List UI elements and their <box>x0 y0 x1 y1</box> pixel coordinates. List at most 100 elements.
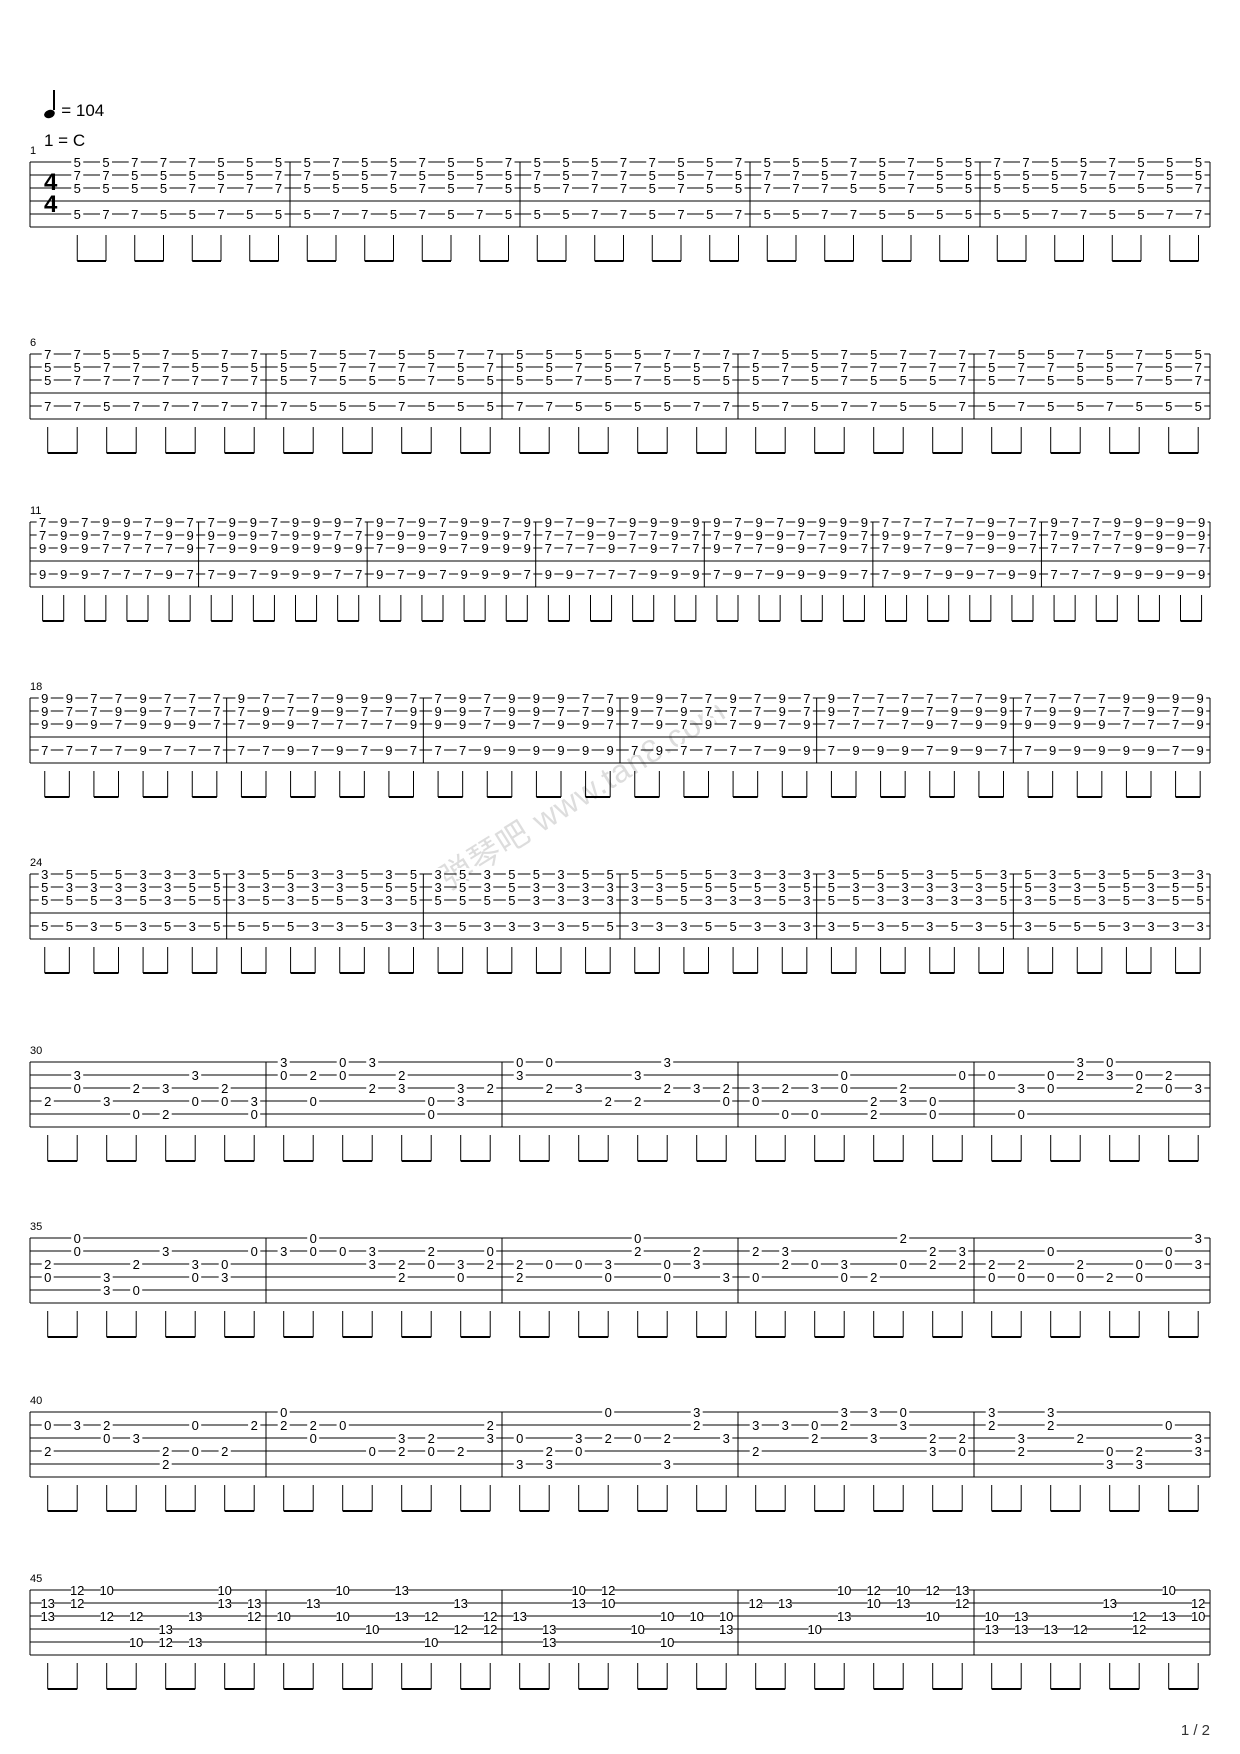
fret-number: 3 <box>115 893 122 908</box>
fret-mask <box>1192 1082 1205 1093</box>
fret-number: 7 <box>355 567 362 582</box>
fret-mask <box>248 1245 261 1256</box>
fret-number: 9 <box>1177 541 1184 556</box>
fret-number: 5 <box>508 893 515 908</box>
fret-mask <box>677 894 690 905</box>
fret-mask <box>1162 400 1175 411</box>
fret-number: 7 <box>1072 515 1079 530</box>
fret-mask <box>800 920 813 931</box>
fret-mask <box>626 568 639 579</box>
fret-number: 10 <box>276 1609 290 1624</box>
fret-number: 7 <box>398 399 405 414</box>
fret-number: 5 <box>1047 373 1054 388</box>
fret-mask <box>1195 516 1208 527</box>
fret-number: 3 <box>902 880 909 895</box>
fret-number: 5 <box>1137 207 1144 222</box>
fret-number: 9 <box>779 691 786 706</box>
fret-mask <box>825 744 838 755</box>
fret-number: 9 <box>1123 691 1130 706</box>
fret-number: 5 <box>262 893 269 908</box>
fret-mask <box>531 182 544 193</box>
fret-number: 0 <box>841 1068 848 1083</box>
fret-number: 7 <box>1093 567 1100 582</box>
fret-number: 9 <box>385 743 392 758</box>
fret-number: 9 <box>1114 515 1121 530</box>
fret-mask <box>112 881 125 892</box>
fret-number: 0 <box>900 1257 907 1272</box>
fret-mask <box>1145 705 1157 716</box>
fret-number: 9 <box>334 515 341 530</box>
fret-mask <box>87 920 100 931</box>
fret-number: 5 <box>1024 880 1031 895</box>
fret-mask <box>926 400 939 411</box>
fret-mask <box>484 1082 497 1093</box>
fret-number: 5 <box>41 880 48 895</box>
fret-number: 3 <box>634 1068 641 1083</box>
fret-number: 7 <box>369 360 376 375</box>
fret-number: 9 <box>582 743 589 758</box>
fret-number: 7 <box>192 399 199 414</box>
fret-mask <box>579 894 592 905</box>
fret-mask <box>120 516 133 527</box>
fret-mask <box>387 156 400 167</box>
fret-number: 7 <box>208 567 215 582</box>
fret-number: 0 <box>1165 1244 1172 1259</box>
fret-number: 2 <box>1018 1444 1025 1459</box>
fret-number: 9 <box>1000 691 1007 706</box>
fret-mask <box>560 169 572 180</box>
fret-number: 9 <box>60 541 67 556</box>
fret-mask <box>284 744 297 755</box>
fret-number: 13 <box>1043 1622 1057 1637</box>
fret-mask <box>751 868 764 879</box>
fret-number: 5 <box>965 155 972 170</box>
fret-mask <box>761 169 774 180</box>
fret-mask <box>336 400 349 411</box>
fret-number: 0 <box>929 1094 936 1109</box>
fret-mask <box>505 868 518 879</box>
fret-number: 3 <box>103 1270 110 1285</box>
fret-number: 5 <box>516 373 523 388</box>
fret-mask <box>248 348 261 359</box>
fret-number: 7 <box>74 168 81 183</box>
fret-number: 7 <box>213 717 220 732</box>
fret-number: 2 <box>103 1418 110 1433</box>
fret-number: 7 <box>566 515 573 530</box>
fret-mask <box>137 744 150 755</box>
fret-mask <box>668 542 681 553</box>
fret-mask <box>41 1610 54 1621</box>
fret-number: 3 <box>312 919 319 934</box>
fret-number: 5 <box>1172 893 1179 908</box>
fret-number: 9 <box>418 567 425 582</box>
fret-mask <box>100 208 112 219</box>
fret-number: 13 <box>571 1596 585 1611</box>
fret-number: 7 <box>729 743 736 758</box>
fret-mask <box>867 400 880 411</box>
fret-number: 3 <box>434 880 441 895</box>
fret-number: 2 <box>546 1444 553 1459</box>
fret-number: 0 <box>988 1270 995 1285</box>
fret-mask <box>874 744 887 755</box>
fret-mask <box>336 348 349 359</box>
fret-number: 3 <box>287 893 294 908</box>
fret-number: 5 <box>1080 181 1087 196</box>
fret-mask <box>142 542 154 553</box>
fret-number: 9 <box>1135 515 1142 530</box>
fret-mask <box>1095 692 1108 703</box>
fret-number: 5 <box>508 867 515 882</box>
fret-number: 7 <box>591 181 598 196</box>
fret-number: 7 <box>620 168 627 183</box>
fret-number: 3 <box>631 919 638 934</box>
fret-mask <box>543 1458 556 1469</box>
fret-mask <box>543 1258 556 1269</box>
fret-number: 7 <box>882 515 889 530</box>
fret-number: 7 <box>189 181 196 196</box>
fret-number: 7 <box>66 743 73 758</box>
fret-mask <box>689 568 702 579</box>
fret-number: 5 <box>656 867 663 882</box>
fret-number: 9 <box>975 743 982 758</box>
fret-number: 0 <box>1047 1068 1054 1083</box>
fret-number: 7 <box>620 181 627 196</box>
fret-number: 5 <box>74 155 81 170</box>
fret-mask <box>900 516 913 527</box>
fret-mask <box>702 868 715 879</box>
